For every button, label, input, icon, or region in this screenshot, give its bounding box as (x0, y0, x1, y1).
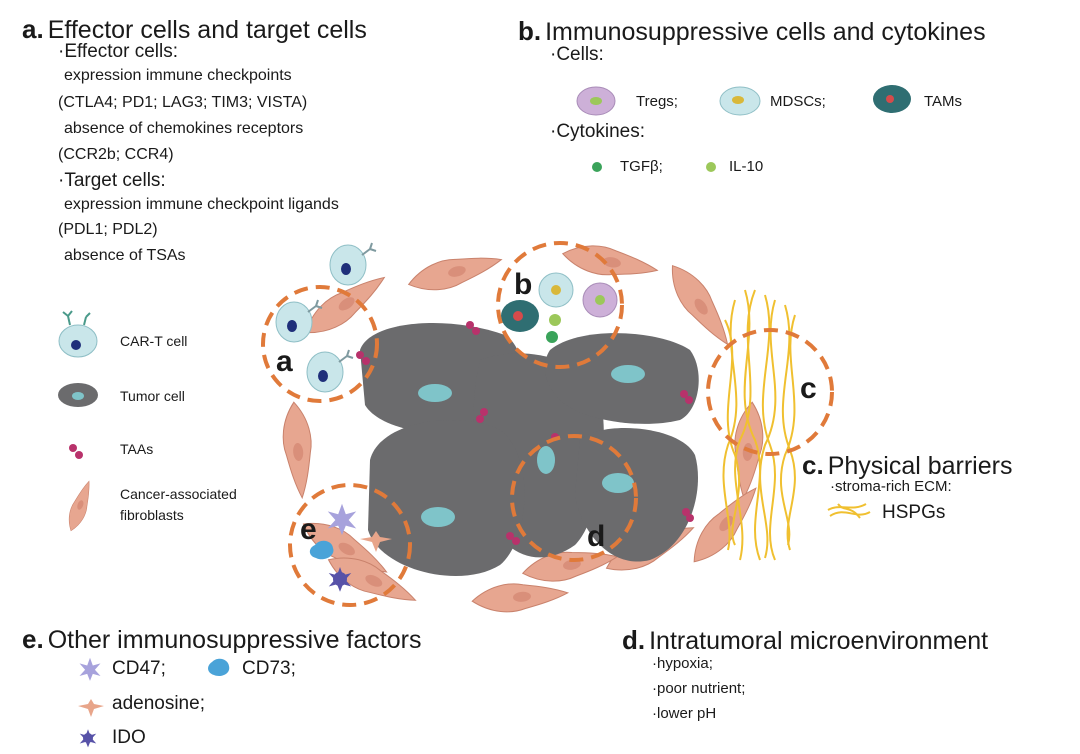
circle-e (288, 483, 412, 607)
legend-taa-label: TAAs (120, 441, 154, 457)
il10-icon (706, 162, 716, 172)
panel-a-line: expression immune checkpoints (64, 67, 292, 84)
cd47-label: CD47; (112, 658, 166, 679)
target-heading: ·Target cells: (58, 170, 166, 191)
highlight-circles (261, 241, 834, 607)
panel-a-line: expression immune checkpoint ligands (64, 196, 339, 213)
e-legend-icons (78, 657, 230, 748)
tam-label: TAMs (924, 93, 963, 110)
panel-d-title: d.Intratumoral microenvironment (622, 625, 989, 655)
panel-b-title: b.Immunosuppressive cells and cytokines (518, 16, 986, 46)
cells-heading: ·Cells: (550, 44, 604, 65)
tumor-mass (360, 323, 699, 577)
adenosine-icon (78, 699, 104, 717)
tgfb-icon (592, 162, 602, 172)
circle-b (496, 241, 624, 369)
panel-c-hspg: HSPGs (882, 502, 946, 523)
legend-fibroblast-label: Cancer-associated (120, 486, 237, 502)
panel-c-line: ·stroma-rich ECM: (830, 478, 952, 495)
panel-a-line: (CCR2b; CCR4) (58, 146, 174, 163)
legend-icons (58, 310, 98, 534)
circle-label-b: b (514, 268, 533, 301)
panel-a-line: (CTLA4; PD1; LAG3; TIM3; VISTA) (58, 94, 308, 111)
legend-taa-icon (69, 444, 77, 452)
cd73-label: CD73; (242, 658, 296, 679)
fibroblast (559, 239, 661, 285)
panel-d-item: ·hypoxia; (652, 655, 713, 672)
cart-cell (306, 349, 354, 393)
tgfb-label: TGFβ; (620, 158, 663, 175)
fibroblast (279, 400, 317, 500)
legend-fibroblast-label-2: fibroblasts (120, 507, 184, 523)
e-factors (309, 503, 392, 592)
mdsc-label: MDSCs; (770, 93, 826, 110)
adenosine-label: adenosine; (112, 693, 205, 714)
circle-label-c: c (800, 372, 817, 405)
panel-d-item: ·lower pH (652, 705, 717, 722)
cart-cell (329, 242, 377, 286)
circle-label-d: d (587, 520, 606, 553)
fibroblast (660, 257, 740, 353)
legend-cart-label: CAR-T cell (120, 333, 188, 349)
b-cells (501, 272, 618, 343)
circle-d (510, 434, 638, 562)
circle-c (706, 328, 834, 456)
cd47-icon (79, 657, 101, 681)
panel-d-item: ·poor nutrient; (652, 680, 746, 697)
hspg-icon (827, 503, 871, 519)
circle-label-e: e (300, 513, 317, 546)
il10-label: IL-10 (729, 158, 764, 175)
legend-fibroblast-icon (63, 478, 97, 534)
ido-label: IDO (112, 727, 146, 748)
circle-a (261, 285, 379, 403)
panel-a-line: (PDL1; PDL2) (58, 221, 158, 238)
panel-a-line: absence of TSAs (64, 247, 186, 264)
cytokines-heading: ·Cytokines: (550, 121, 646, 142)
circle-label-a: a (276, 345, 293, 378)
cd73-icon (208, 658, 230, 676)
legend-tumor-label: Tumor cell (120, 388, 185, 404)
effector-heading: ·Effector cells: (58, 41, 179, 62)
treg-label: Tregs; (636, 93, 678, 110)
fibroblast (404, 245, 506, 299)
fibroblast (470, 578, 570, 616)
b-legend-icons (576, 85, 911, 172)
panel-c-title: c.Physical barriers (802, 450, 1013, 480)
panel-e-title: e.Other immunosuppressive factors (22, 624, 422, 654)
panel-a-title: a.Effector cells and target cells (22, 14, 367, 44)
panel-a-line: absence of chemokines receptors (64, 120, 304, 137)
